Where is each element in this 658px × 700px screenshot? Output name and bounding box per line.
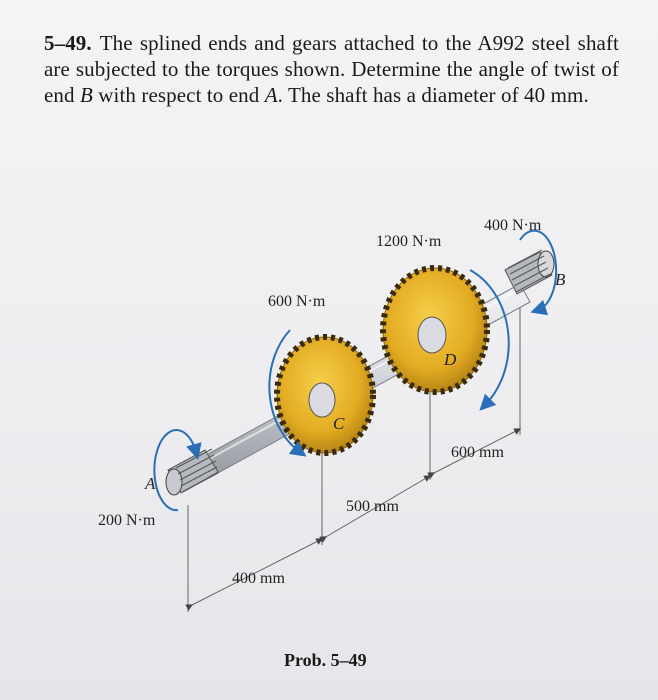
figure-caption: Prob. 5–49 bbox=[284, 650, 367, 670]
label-point-b: B bbox=[555, 270, 566, 289]
dimension-lines bbox=[185, 300, 522, 612]
problem-statement: 5–49.The splined ends and gears attached… bbox=[44, 30, 619, 108]
label-point-c: C bbox=[333, 414, 345, 433]
torque-arrow-a bbox=[153, 429, 202, 512]
problem-text-part-2: with respect to end bbox=[92, 83, 265, 107]
problem-number: 5–49. bbox=[44, 31, 92, 55]
label-torque-c: 600 N·m bbox=[268, 293, 326, 310]
torque-arrow-b bbox=[519, 229, 558, 316]
label-torque-b: 400 N·m bbox=[484, 217, 542, 234]
problem-text-part-3: . The shaft has a diameter of 40 mm. bbox=[277, 83, 589, 107]
gear-d bbox=[380, 265, 490, 395]
label-torque-d: 1200 N·m bbox=[376, 233, 442, 250]
label-dim-cd: 500 mm bbox=[346, 498, 399, 515]
dimension-cd bbox=[319, 475, 432, 543]
spline-end-b bbox=[504, 249, 555, 295]
variable-a: A bbox=[264, 83, 278, 107]
dimension-db bbox=[427, 428, 522, 479]
label-dim-ac: 400 mm bbox=[232, 570, 285, 587]
variable-b: B bbox=[79, 83, 93, 107]
label-point-a: A bbox=[145, 474, 156, 493]
problem-text-part-1: The splined ends and gears attached to t… bbox=[44, 31, 619, 107]
torque-arrow-d bbox=[469, 269, 510, 411]
gear-c bbox=[274, 334, 376, 456]
label-dim-db: 600 mm bbox=[451, 444, 504, 461]
label-point-d: D bbox=[444, 350, 457, 369]
dimension-ac bbox=[185, 538, 324, 611]
label-torque-a: 200 N·m bbox=[98, 512, 156, 529]
torque-arrow-c bbox=[268, 329, 307, 457]
torque-arrows bbox=[153, 229, 558, 512]
